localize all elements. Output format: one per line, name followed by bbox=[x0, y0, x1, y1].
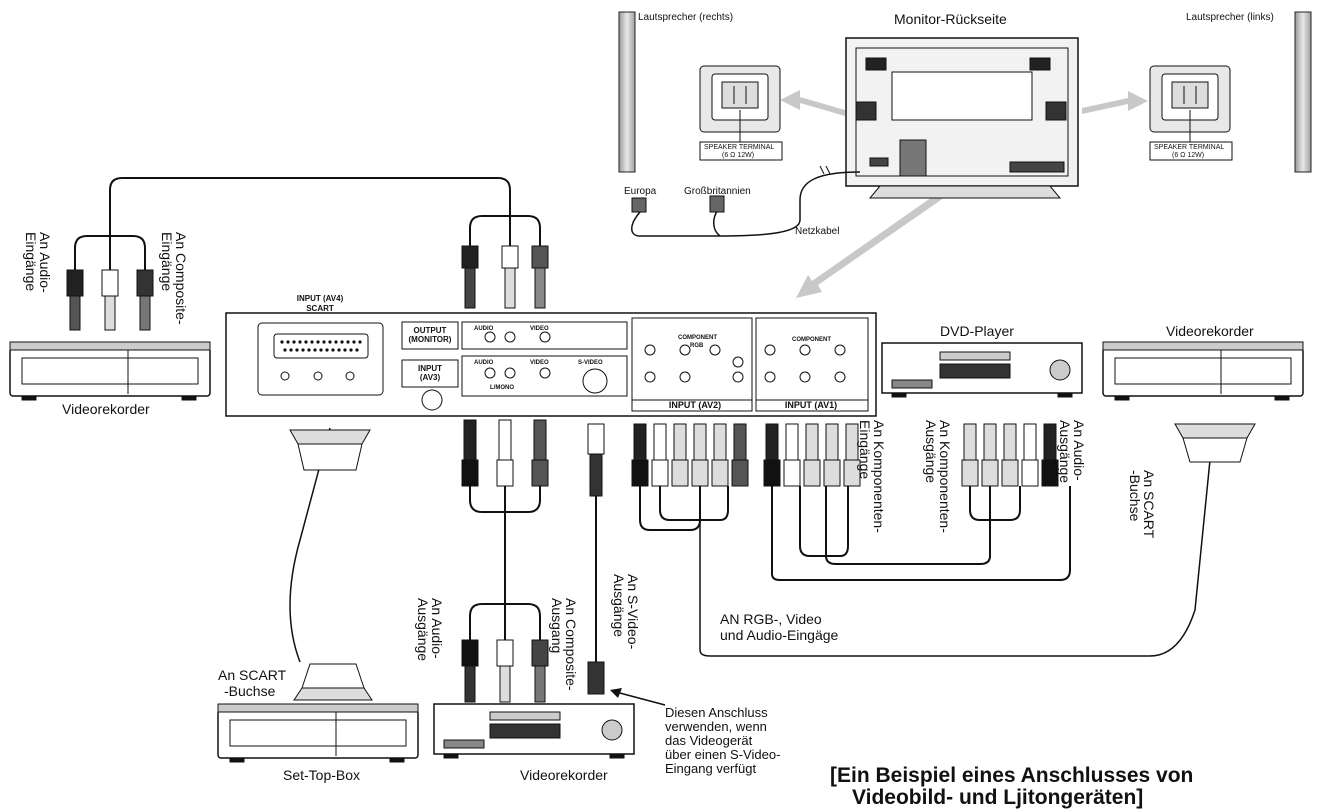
arrow-to-left-speaker bbox=[1082, 91, 1148, 114]
label-audio-out-vcr: An Audio- Ausgänge bbox=[415, 598, 445, 662]
monitor-title: Monitor-Rückseite bbox=[894, 11, 1007, 27]
label-scart-right: An SCART -Buchse bbox=[1127, 470, 1157, 539]
panel-video-out: VIDEO bbox=[530, 326, 549, 332]
scart-plug-settop bbox=[293, 663, 373, 701]
note-line-4: über einen S-Video- bbox=[665, 747, 781, 762]
dvd-player bbox=[881, 342, 1083, 398]
cables bbox=[74, 177, 1211, 663]
speaker-left-label: Lautsprecher (links) bbox=[1186, 12, 1274, 23]
panel-av1-label: INPUT (AV1) bbox=[784, 400, 838, 410]
scart-pins bbox=[280, 340, 362, 352]
caption-line-2: Videobild- und Ljitongeräten] bbox=[852, 786, 1144, 809]
arrow-to-right-speaker bbox=[780, 90, 845, 116]
panel-audio-out: AUDIO bbox=[474, 326, 494, 332]
note-line-5: Eingang verfügt bbox=[665, 761, 757, 776]
panel-scart-label: SCART bbox=[306, 304, 334, 313]
panel-component-av1: COMPONENT bbox=[792, 337, 831, 343]
panel-av4-label: INPUT (AV4) bbox=[296, 294, 344, 303]
note-arrow bbox=[615, 691, 666, 706]
terminal-label-right: SPEAKER TERMINAL bbox=[704, 144, 775, 151]
scart-plug-left bbox=[289, 429, 371, 471]
caption-line-1: [Ein Beispiel eines Anschlusses von bbox=[830, 764, 1194, 787]
panel-av2-label: INPUT (AV2) bbox=[668, 400, 722, 410]
note-line-2: verwenden, wenn bbox=[665, 719, 767, 734]
settop-label: Set-Top-Box bbox=[283, 767, 361, 783]
vcr-bottom-label: Videorekorder bbox=[520, 767, 608, 783]
panel-input-av3: INPUT (AV3) bbox=[418, 364, 442, 382]
vcr-right bbox=[1102, 341, 1304, 401]
speaker-terminal-left bbox=[1149, 65, 1233, 161]
plug-europe bbox=[631, 197, 647, 213]
power-cable-label: Netzkabel bbox=[795, 226, 840, 237]
label-scart-settop-1: An SCART bbox=[218, 667, 287, 683]
speaker-terminal-right bbox=[699, 65, 783, 161]
panel-component-av2: COMPONENT bbox=[678, 335, 717, 341]
label-composite-out: An Composite- Ausgang bbox=[549, 598, 579, 691]
speaker-right-label: Lautsprecher (rechts) bbox=[638, 12, 734, 23]
rca-plugs-bottom bbox=[461, 419, 1059, 497]
power-europe-label: Europa bbox=[624, 186, 657, 197]
label-svideo-out: An S-Video- Ausgänge bbox=[611, 574, 641, 650]
power-uk-label: Großbritannien bbox=[684, 186, 751, 197]
plug-uk bbox=[709, 195, 725, 213]
connection-panel bbox=[225, 312, 877, 417]
panel-svideo-av3: S-VIDEO bbox=[578, 360, 603, 366]
terminal-spec-left: (6 Ω 12W) bbox=[1172, 152, 1205, 159]
rca-plugs-vcr-bottom bbox=[461, 639, 605, 703]
panel-video-av3: VIDEO bbox=[530, 360, 549, 366]
speaker-right bbox=[618, 11, 636, 173]
note-line-3: das Videogerät bbox=[665, 733, 753, 748]
label-scart-settop-2: -Buchse bbox=[224, 683, 276, 699]
rca-plugs-top-panel bbox=[461, 245, 549, 309]
vcr-left-label: Videorekorder bbox=[62, 401, 150, 417]
label-audio-out-dvd: An Audio- Ausgänge bbox=[1057, 420, 1087, 484]
set-top-box bbox=[217, 703, 419, 763]
label-rgb-in-1: AN RGB-, Video bbox=[720, 611, 822, 627]
rca-plugs-top-left bbox=[66, 269, 154, 331]
vcr-right-label: Videorekorder bbox=[1166, 323, 1254, 339]
label-audio-in: An Audio- Eingänge bbox=[23, 232, 53, 293]
label-component-out: An Komponenten- Ausgänge bbox=[923, 420, 953, 533]
label-rgb-in-2: und Audio-Eingäge bbox=[720, 627, 839, 643]
label-composite-in: An Composite- Eingänge bbox=[159, 232, 189, 325]
dvd-label: DVD-Player bbox=[940, 323, 1014, 339]
terminal-label-left: SPEAKER TERMINAL bbox=[1154, 144, 1225, 151]
panel-rgb-av2: RGB bbox=[690, 343, 704, 349]
panel-jacks bbox=[280, 331, 846, 383]
note-line-1: Diesen Anschluss bbox=[665, 705, 768, 720]
speaker-left bbox=[1294, 11, 1312, 173]
panel-output-monitor: OUTPUT (MONITOR) bbox=[408, 326, 452, 344]
monitor-back bbox=[845, 37, 1079, 199]
panel-mono-av3: L/MONO bbox=[490, 385, 514, 391]
terminal-spec-right: (6 Ω 12W) bbox=[722, 152, 755, 159]
label-component-in: An Komponenten- Eingänge bbox=[857, 420, 887, 533]
panel-audio-av3: AUDIO bbox=[474, 360, 494, 366]
scart-plug-right bbox=[1174, 423, 1256, 463]
vcr-left bbox=[9, 341, 211, 401]
vcr-bottom bbox=[433, 703, 635, 759]
